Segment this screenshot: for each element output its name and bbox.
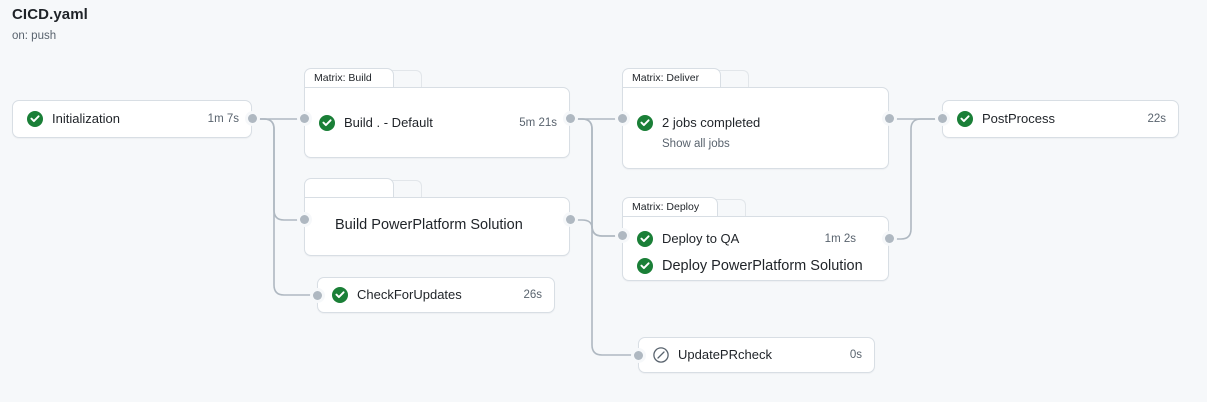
node-label: CheckForUpdates — [357, 287, 462, 302]
port-matrix-deploy-input[interactable] — [618, 231, 627, 240]
node-deploy-qa[interactable]: Deploy to QA 1m 2s — [623, 226, 888, 252]
port-checkforupdates-input[interactable] — [313, 291, 322, 300]
node-duration: 1m 7s — [207, 113, 239, 125]
node-build-powerplatform[interactable]: Build PowerPlatform Solution — [305, 212, 569, 238]
node-deploy-powerplatform[interactable]: Deploy PowerPlatform Solution — [623, 252, 888, 280]
node-duration: 0s — [849, 349, 862, 361]
node-initialization[interactable]: Initialization 1m 7s — [12, 100, 252, 138]
check-circle-icon — [957, 111, 973, 127]
edge-init-to-build-powerplatform — [251, 118, 305, 221]
port-matrix-build-input[interactable] — [300, 114, 309, 123]
group-tab-label: Matrix: Deliver — [632, 72, 700, 84]
group-tab-matrix-build[interactable]: Matrix: Build — [304, 68, 394, 87]
check-circle-icon — [637, 258, 653, 274]
check-circle-icon — [319, 115, 335, 131]
node-label: Build . - Default — [344, 115, 433, 130]
node-checkforupdates[interactable]: CheckForUpdates 26s — [317, 277, 555, 313]
node-updateprcheck[interactable]: UpdatePRcheck 0s — [638, 337, 875, 373]
skipped-circle-icon — [653, 347, 669, 363]
group-matrix-build: Matrix: Build Build . - Default 5m 21s — [304, 68, 570, 158]
port-postprocess-input[interactable] — [938, 114, 947, 123]
node-label: Initialization — [52, 111, 120, 126]
show-all-jobs-link[interactable]: Show all jobs — [662, 138, 730, 150]
node-label: Build PowerPlatform Solution — [335, 217, 523, 233]
node-label: Deploy PowerPlatform Solution — [662, 258, 863, 274]
group-tab-build-powerplatform[interactable] — [304, 178, 394, 197]
node-duration: 22s — [1147, 113, 1166, 125]
node-label: 2 jobs completed — [662, 115, 761, 130]
group-body: 2 jobs completed Show all jobs — [622, 87, 889, 169]
port-matrix-deploy-output[interactable] — [885, 234, 894, 243]
group-body: Build PowerPlatform Solution — [304, 197, 570, 256]
port-build-powerplatform-output[interactable] — [566, 215, 575, 224]
check-circle-icon — [332, 287, 348, 303]
node-label: UpdatePRcheck — [678, 347, 772, 362]
group-tab-label: Matrix: Deploy — [632, 201, 700, 213]
port-initialization-output[interactable] — [248, 114, 257, 123]
edge-build-default-to-deploy — [569, 118, 623, 237]
group-body: Deploy to QA 1m 2s Deploy PowerPlatform … — [622, 216, 889, 281]
group-build-powerplatform: Build PowerPlatform Solution — [304, 178, 570, 256]
port-matrix-build-output[interactable] — [566, 114, 575, 123]
node-deliver-jobs[interactable]: 2 jobs completed — [623, 110, 888, 136]
group-matrix-deploy: Matrix: Deploy Deploy to QA 1m 2s Deploy… — [622, 197, 889, 281]
node-duration: 26s — [523, 289, 542, 301]
check-circle-icon — [637, 231, 653, 247]
group-tab-matrix-deliver[interactable]: Matrix: Deliver — [622, 68, 721, 87]
group-body: Build . - Default 5m 21s — [304, 87, 570, 158]
node-duration: 5m 21s — [519, 117, 557, 129]
node-duration: 1m 2s — [824, 233, 856, 245]
node-build-default[interactable]: Build . - Default 5m 21s — [305, 110, 569, 136]
edge-build-powerplatform-to-deploy — [569, 219, 623, 237]
node-label: PostProcess — [982, 111, 1055, 126]
group-matrix-deliver: Matrix: Deliver 2 jobs completed Show al… — [622, 68, 889, 169]
port-matrix-deliver-output[interactable] — [885, 114, 894, 123]
group-tab-matrix-deploy[interactable]: Matrix: Deploy — [622, 197, 718, 216]
check-circle-icon — [637, 115, 653, 131]
workflow-trigger: on: push — [12, 30, 57, 42]
workflow-header: CICD.yaml on: push — [12, 5, 412, 44]
workflow-title: CICD.yaml — [12, 6, 88, 23]
port-matrix-deliver-input[interactable] — [618, 114, 627, 123]
check-circle-icon — [27, 111, 43, 127]
node-postprocess[interactable]: PostProcess 22s — [942, 100, 1179, 138]
port-updateprcheck-input[interactable] — [634, 351, 643, 360]
node-label: Deploy to QA — [662, 231, 740, 246]
port-build-powerplatform-input[interactable] — [300, 215, 309, 224]
group-tab-label: Matrix: Build — [314, 72, 372, 84]
edge-deploy-to-postprocess — [888, 118, 943, 240]
